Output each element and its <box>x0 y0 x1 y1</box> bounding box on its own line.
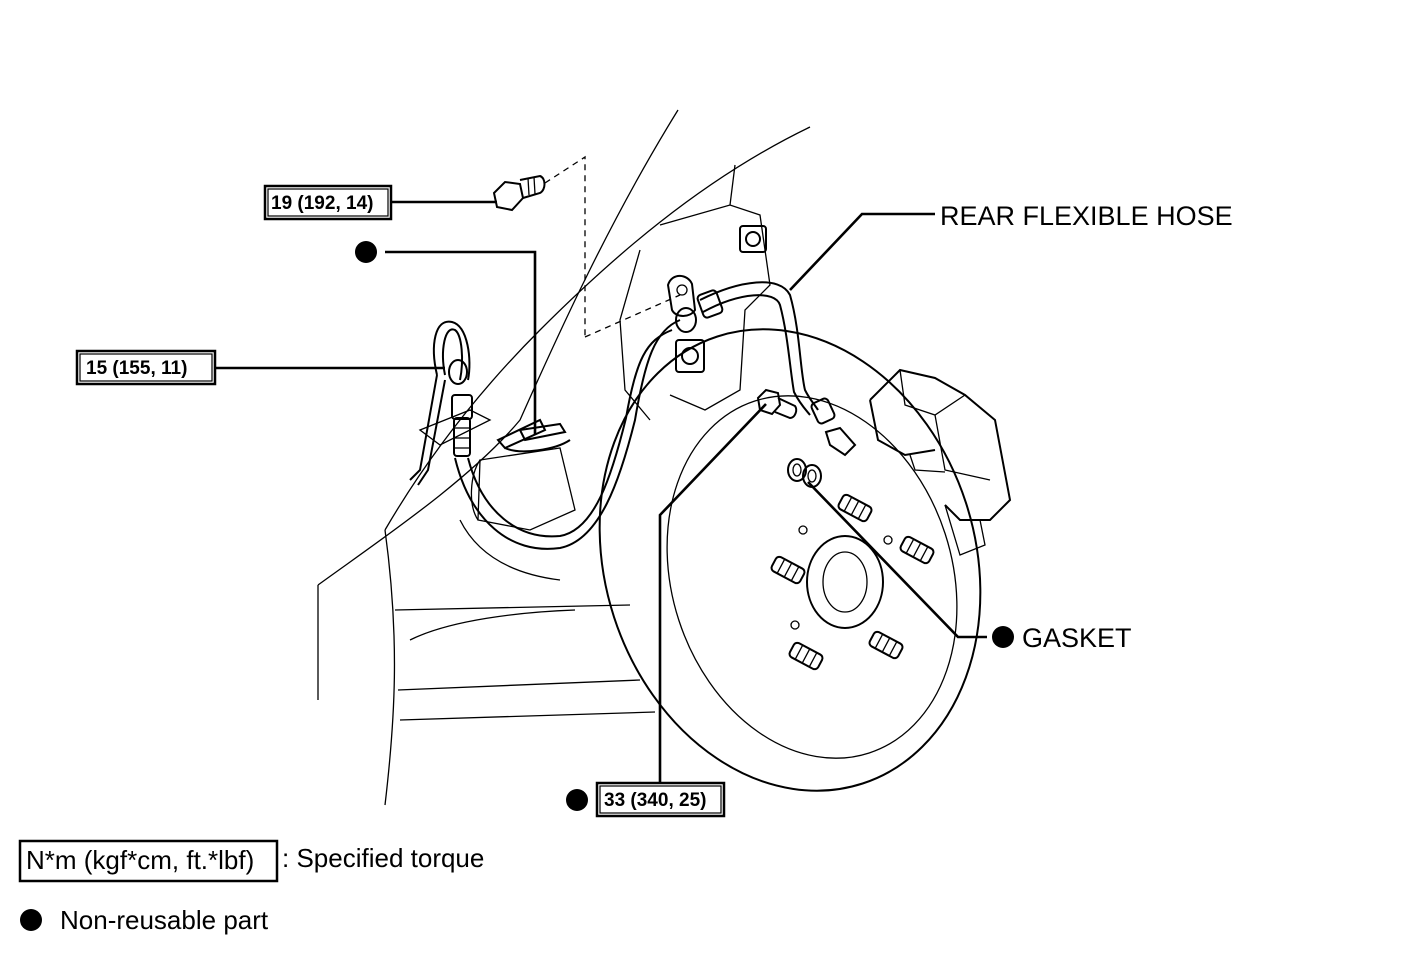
legend-torque-unit: N*m (kgf*cm, ft.*lbf) <box>26 845 254 875</box>
bracket-bolt <box>492 155 681 338</box>
flexible-hose <box>454 274 857 550</box>
torque-bracket-bolt-text: 19 (192, 14) <box>271 193 373 214</box>
torque-box-tube-nut: 15 (155, 11) <box>75 349 217 386</box>
torque-tube-nut-text: 15 (155, 11) <box>86 358 187 379</box>
disc-rotor <box>598 328 982 792</box>
union-bolt <box>756 388 798 420</box>
legend-torque-desc: : Specified torque <box>282 843 484 873</box>
label-gasket: GASKET <box>1022 623 1132 653</box>
hub-studs <box>770 493 935 671</box>
knuckle-assembly <box>470 164 771 531</box>
label-rear-flexible-hose: REAR FLEXIBLE HOSE <box>940 201 1233 231</box>
torque-union-bolt-text: 33 (340, 25) <box>604 790 706 811</box>
torque-box-bracket-bolt: 19 (192, 14) <box>263 184 393 221</box>
torque-box-union-bolt: 33 (340, 25) <box>595 781 726 818</box>
leader-gasket <box>807 481 987 639</box>
brake-caliper <box>869 368 1012 556</box>
non-reusable-gasket-marker <box>992 626 1014 648</box>
brake-tube <box>409 320 492 486</box>
leader-clip <box>385 250 537 435</box>
legend-non-reusable-marker <box>20 909 42 931</box>
non-reusable-union-bolt-marker <box>566 789 588 811</box>
non-reusable-clip-marker <box>355 241 377 263</box>
hose-clip <box>496 418 571 453</box>
leader-hose <box>789 212 935 291</box>
legend-non-reusable-text: Non-reusable part <box>60 905 269 935</box>
legend: N*m (kgf*cm, ft.*lbf) : Specified torque… <box>18 839 484 935</box>
gasket-rings <box>787 458 822 488</box>
wheel-house-outline <box>317 109 811 806</box>
leader-union-bolt <box>658 403 767 785</box>
